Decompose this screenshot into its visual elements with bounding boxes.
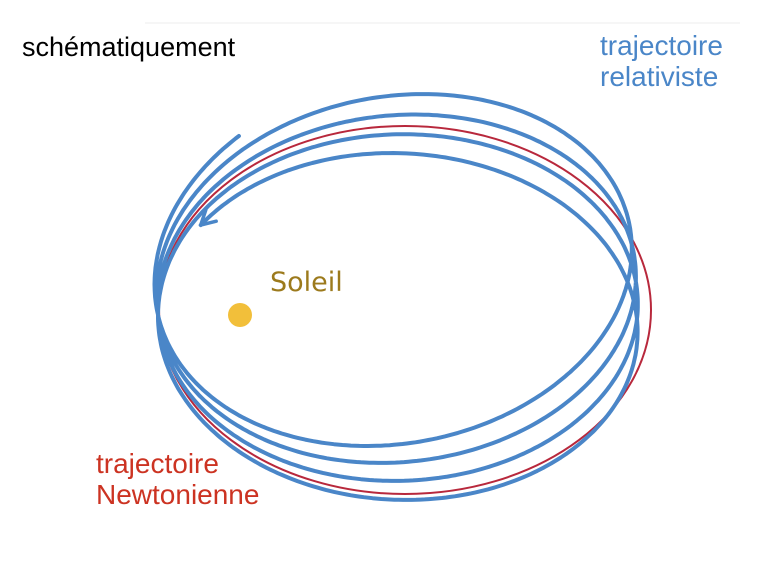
relativistic-trajectory [152, 92, 640, 502]
newtonian-label-line1: trajectoire [96, 448, 219, 479]
newtonian-label: trajectoire Newtonienne [96, 448, 259, 511]
sun-dot [228, 303, 252, 327]
relativistic-orbit-path [152, 92, 640, 502]
relativistic-label: trajectoire relativiste [600, 30, 723, 93]
relativistic-label-line2: relativiste [600, 61, 719, 93]
diagram-title: schématiquement [22, 32, 236, 62]
relativistic-label-line1: trajectoire [600, 30, 723, 61]
newtonian-label-line2: Newtonienne [96, 479, 260, 511]
direction-arrow-icon [198, 208, 218, 227]
sun-label: Soleil [270, 267, 343, 298]
